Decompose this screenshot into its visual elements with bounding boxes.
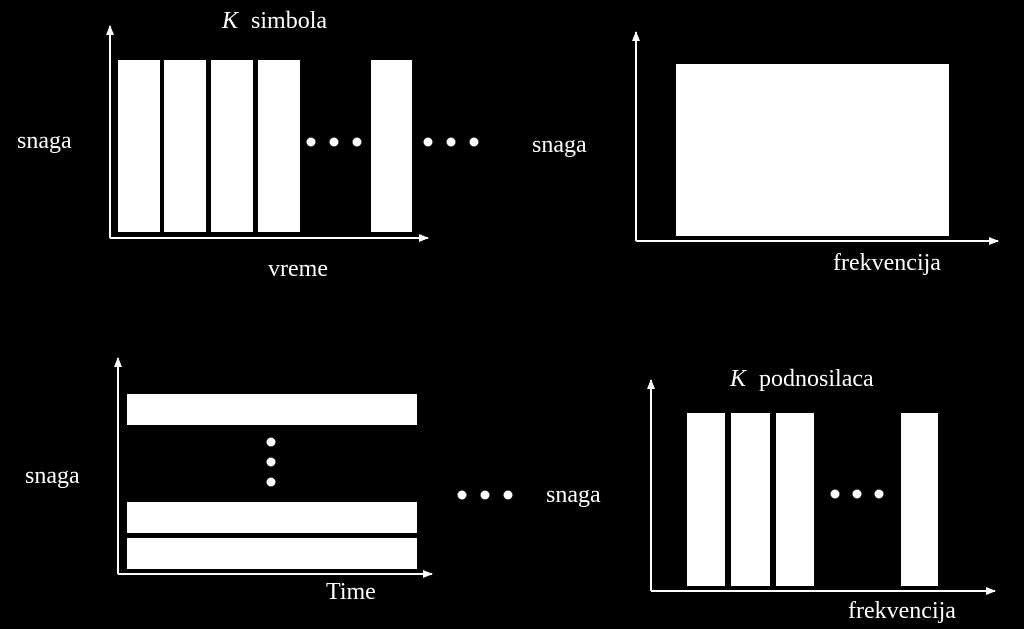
panel-top-right: snaga frekvencija xyxy=(532,31,999,276)
x-axis-label: frekvencija xyxy=(833,250,941,276)
subcarrier-block-3 xyxy=(776,413,814,586)
symbol-block-1 xyxy=(118,60,160,232)
symbol-block-last xyxy=(371,60,412,232)
title-text: simbola xyxy=(251,8,327,34)
ellipsis-inner xyxy=(306,137,362,147)
title-text: podnosilaca xyxy=(759,366,874,392)
ellipsis-outer xyxy=(423,137,479,147)
title-symbol: K xyxy=(729,366,748,392)
panel-title: K simbola xyxy=(221,8,327,34)
x-axis-label: vreme xyxy=(268,256,328,282)
y-axis-label: snaga xyxy=(532,132,587,158)
subcarrier-block-2 xyxy=(731,413,770,586)
title-symbol: K xyxy=(221,8,240,34)
ellipsis-vertical xyxy=(266,437,276,487)
panel-bottom-left: snaga Time xyxy=(25,357,513,605)
symbol-block-2 xyxy=(164,60,206,232)
ellipsis-between-panels xyxy=(457,490,513,500)
time-row-1 xyxy=(127,394,417,425)
symbol-block-4 xyxy=(258,60,300,232)
time-row-3 xyxy=(127,538,417,569)
x-axis-label: Time xyxy=(326,579,376,605)
panel-top-left: K simbola snaga vreme xyxy=(17,8,479,282)
y-axis-label: snaga xyxy=(25,463,80,489)
panel-bottom-right: K podnosilaca snaga frekvencija xyxy=(546,366,996,624)
y-axis-label: snaga xyxy=(546,482,601,508)
time-row-2 xyxy=(127,502,417,533)
y-axis-label: snaga xyxy=(17,128,72,154)
symbol-block-3 xyxy=(211,60,253,232)
spectrum-block xyxy=(676,64,949,236)
panel-title: K podnosilaca xyxy=(729,366,874,392)
ellipsis-subcarriers xyxy=(830,489,884,499)
subcarrier-block-1 xyxy=(687,413,725,586)
subcarrier-block-last xyxy=(901,413,938,586)
x-axis-label: frekvencija xyxy=(848,598,956,624)
